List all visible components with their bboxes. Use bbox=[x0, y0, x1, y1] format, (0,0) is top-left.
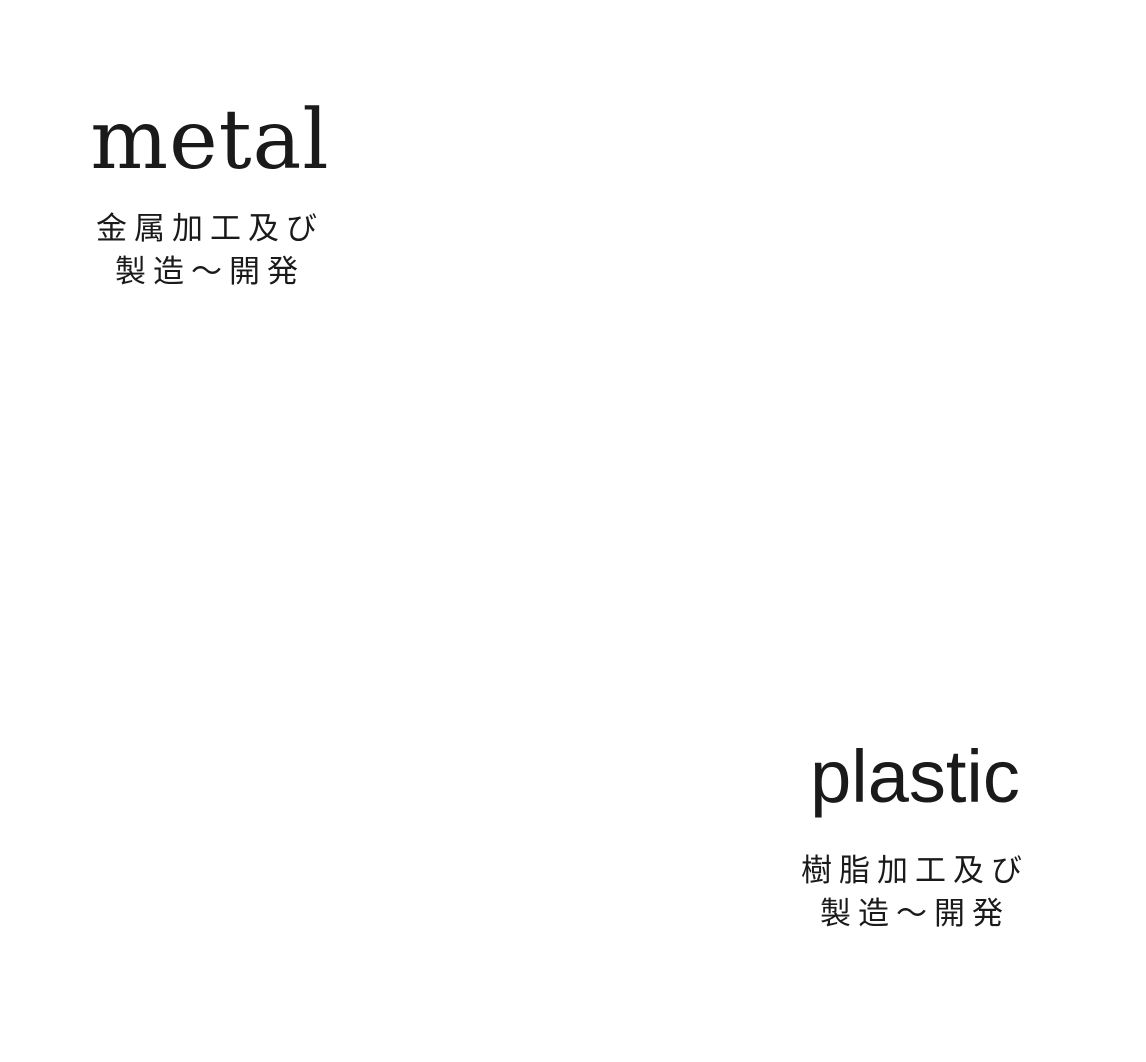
plastic-description-line-2: 製造〜開発 bbox=[820, 896, 1010, 933]
metal-description-line-1: 金属加工及び bbox=[96, 211, 324, 247]
plastic-description-line-1: 樹脂加工及び bbox=[801, 853, 1029, 889]
plastic-title: plastic bbox=[810, 735, 1020, 818]
plastic-section[interactable]: plastic 樹脂加工及び 製造〜開発 bbox=[760, 740, 1070, 937]
metal-description-line-2: 製造〜開発 bbox=[115, 254, 305, 291]
metal-description: 金属加工及び 製造〜開発 bbox=[60, 208, 360, 295]
metal-section[interactable]: metal 金属加工及び 製造〜開発 bbox=[60, 100, 360, 295]
plastic-description: 樹脂加工及び 製造〜開発 bbox=[760, 850, 1070, 937]
metal-title: metal bbox=[90, 93, 330, 188]
